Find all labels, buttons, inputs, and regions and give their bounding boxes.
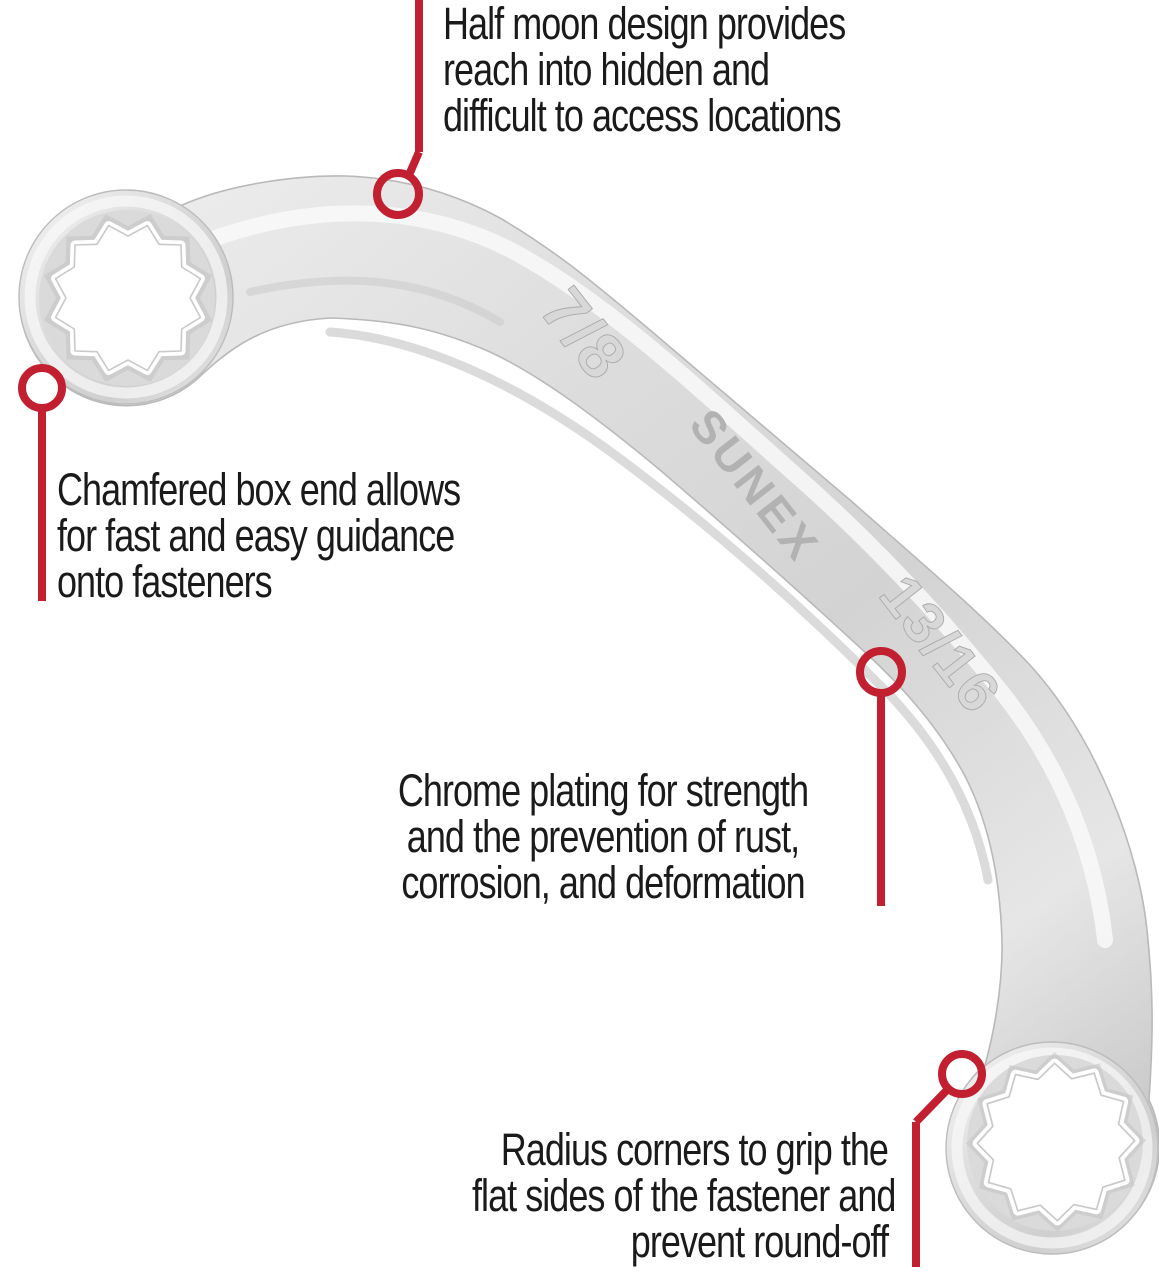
callout-line: corrosion, and deformation	[401, 857, 805, 908]
callout-leader-elbow	[913, 1086, 951, 1125]
box-end-highlight	[24, 195, 228, 399]
callout-text-radius: Radius corners to grip the flat sides of…	[472, 1124, 896, 1267]
callout-marker-radius	[912, 1050, 986, 1267]
callout-text-chrome: Chrome plating for strength and the prev…	[385, 768, 822, 906]
callout-line: reach into hidden and	[443, 44, 770, 95]
callout-line: Radius corners to grip the	[500, 1124, 889, 1175]
callout-line: onto fasteners	[57, 556, 273, 607]
callout-line: Half moon design provides	[443, 0, 846, 49]
callout-line: Chrome plating for strength	[397, 765, 809, 816]
callout-marker-half-moon	[373, 0, 423, 219]
box-end-highlight	[951, 1047, 1153, 1249]
callout-line: and the prevention of rust,	[406, 811, 800, 862]
callout-marker-chrome	[856, 647, 906, 906]
box-end-top-left	[18, 189, 234, 405]
callout-marker-circle	[938, 1050, 986, 1098]
callout-line: for fast and easy guidance	[57, 510, 455, 561]
callout-leader-elbow	[405, 150, 423, 177]
callout-line: Chamfered box end allows	[57, 464, 461, 515]
shaft-shade	[325, 327, 993, 885]
callout-line: prevent round-off	[630, 1216, 889, 1267]
box-end-opening	[56, 226, 201, 371]
shaft-highlight	[202, 205, 1113, 948]
callout-marker-chamfered	[18, 364, 66, 601]
box-end-bottom-right	[945, 1036, 1159, 1255]
callout-marker-circle	[373, 169, 423, 219]
shaft-streak	[246, 276, 504, 326]
callout-text-chamfered: Chamfered box end allows for fast and ea…	[57, 464, 461, 607]
callout-line: flat sides of the fastener and	[472, 1170, 896, 1221]
callout-line: difficult to access locations	[443, 90, 842, 141]
callout-marker-circle	[18, 364, 66, 412]
callout-text-half-moon: Half moon design provides reach into hid…	[443, 0, 846, 141]
